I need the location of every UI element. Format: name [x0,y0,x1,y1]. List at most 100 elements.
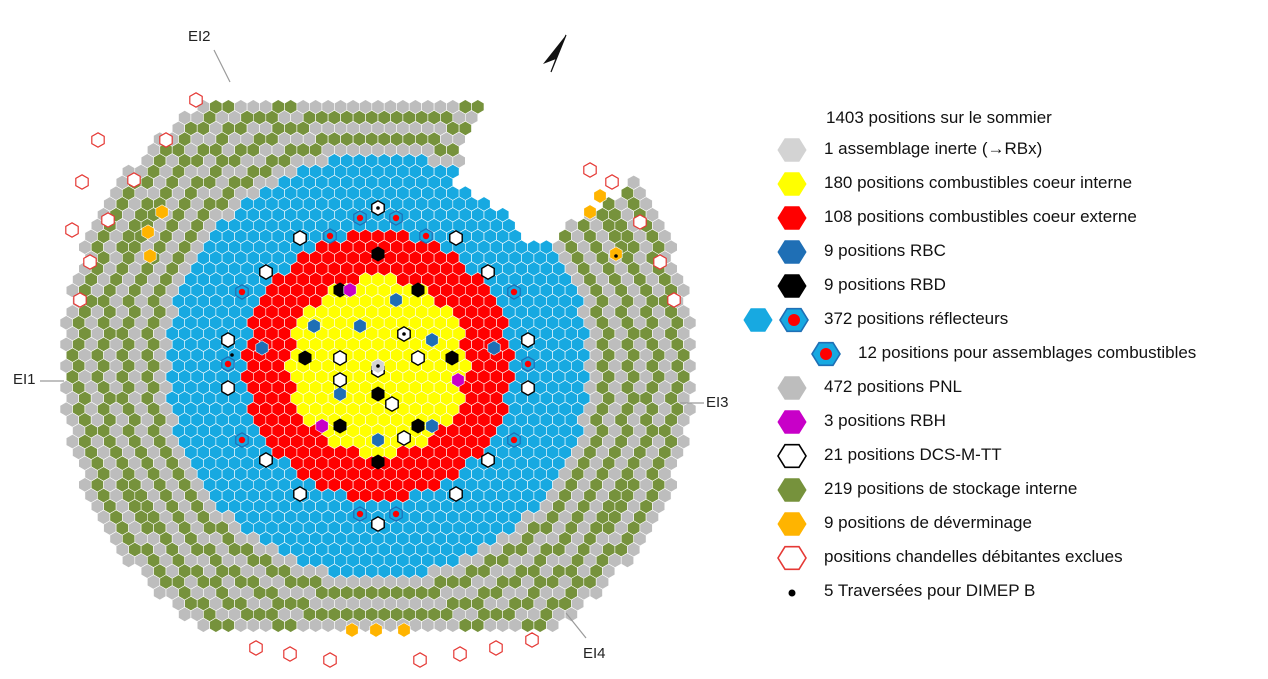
burn-in-position [141,224,155,240]
dcs-position [221,331,235,349]
dcs-position [293,229,307,247]
rbd-position [371,454,385,470]
dcs-position [449,229,463,247]
dcs-position [259,263,273,281]
legend-dcs-label: 21 positions DCS-M-TT [824,445,1002,464]
excluded-candle-position [249,640,263,656]
axis-label-ei2: EI2 [188,28,211,45]
excluded-candle-position [75,174,89,190]
burn-in-position [397,622,411,638]
excluded-candle-position [73,292,87,308]
core-cell [620,552,635,568]
excluded-candle-position [65,222,79,238]
excluded-candle-position [323,652,337,668]
legend-inerte-label: 1 assemblage inerte (→RBx) [824,139,1043,158]
dcs-position [481,451,495,469]
legend-item-dcs: 21 positions DCS-M-TT [742,440,1262,472]
excluded-candle-position [605,174,619,190]
legend-item-inerte: 1 assemblage inerte (→RBx) [742,134,1262,166]
burn-in-position [609,246,623,262]
legend-combustible-interne-icon [776,168,808,205]
legend-chandelles-icon [776,542,808,579]
excluded-candle-position [653,254,667,270]
dcs-position [333,349,347,367]
legend-traversees-label: 5 Traversées pour DIMEP B [824,581,1036,600]
legend-pnl-label: 472 positions PNL [824,377,962,396]
legend-item-rbc: 9 positions RBC [742,236,1262,268]
core-cell [564,606,578,622]
legend-stockage-label: 219 positions de stockage interne [824,479,1078,498]
legend-rbh-label: 3 positions RBH [824,411,946,430]
reflector-fuel-dot [510,288,518,296]
core-map [40,34,704,668]
burn-in-position [369,622,383,638]
legend-rbh-icon [776,406,808,443]
excluded-candle-position [489,640,503,656]
legend-item-combustible-interne: 180 positions combustibles coeur interne [742,168,1262,200]
rbd-position [445,350,459,366]
rbc-position [307,318,321,334]
legend-traversees-icon [786,586,798,604]
rbd-position [333,418,347,434]
legend-item-rbd: 9 positions RBD [742,270,1262,302]
rbd-position [371,386,385,402]
legend-deverminage-label: 9 positions de déverminage [824,513,1032,532]
excluded-candle-position [101,212,115,228]
burn-in-position [155,204,169,220]
legend-item-stockage: 219 positions de stockage interne [742,474,1262,506]
dcs-position [221,379,235,397]
legend-reflecteurs-label: 372 positions réflecteurs [824,309,1009,328]
dimep-traversee [376,206,380,210]
legend-combustible-externe-icon [776,202,808,239]
rbc-position [425,332,439,348]
excluded-candle-position [127,172,141,188]
reflector-fuel-dot [356,510,364,518]
legend-reflecteurs-combustibles-label: 12 positions pour assemblages combustibl… [858,343,1197,362]
rbc-position [389,292,403,308]
burn-in-position [345,622,359,638]
legend-chandelles-label: positions chandelles débitantes exclues [824,547,1123,566]
excluded-candle-position [91,132,105,148]
dcs-position [481,263,495,281]
excluded-candle-position [583,162,597,178]
excluded-candle-position [283,646,297,662]
reflector-fuel-dot [326,232,334,240]
dcs-position [293,485,307,503]
axis-line-ei2 [213,49,231,83]
rbh-position [315,418,329,434]
legend-rbc-label: 9 positions RBC [824,241,946,260]
reflector-fuel-dot [392,510,400,518]
excluded-candle-position [453,646,467,662]
rbc-position [353,318,367,334]
dcs-position [449,485,463,503]
legend-item-chandelles: positions chandelles débitantes exclues [742,542,1262,574]
legend-item-reflecteurs: 372 positions réflecteurs [742,304,1262,336]
dcs-position [411,349,425,367]
rbc-position [255,340,269,356]
legend-deverminage-icon [776,508,808,545]
excluded-candle-position [189,92,203,108]
core-cell [589,585,603,601]
dimep-traversee [402,332,406,336]
legend-combustible-externe-label: 108 positions combustibles coeur externe [824,207,1137,226]
burn-in-position [593,188,607,204]
excluded-candle-position [159,132,173,148]
excluded-candle-position [525,632,539,648]
reflector-fuel-dot [422,232,430,240]
dcs-position [259,451,273,469]
legend-item-deverminage: 9 positions de déverminage [742,508,1262,540]
reflector-fuel-dot [224,360,232,368]
core-specials [65,92,681,668]
legend-reflecteurs-combustibles-icon [810,338,842,375]
dcs-position [521,331,535,349]
axis-label-ei3: EI3 [706,394,729,411]
legend-stockage-icon [776,474,808,511]
legend-combustible-interne-label: 180 positions combustibles coeur interne [824,173,1133,192]
reflector-fuel-dot [524,360,532,368]
reflector-fuel-dot [238,288,246,296]
dcs-position [333,371,347,389]
north-arrow-icon [543,34,567,73]
rbd-position [298,350,312,366]
excluded-candle-position [667,292,681,308]
rbd-position [411,418,425,434]
